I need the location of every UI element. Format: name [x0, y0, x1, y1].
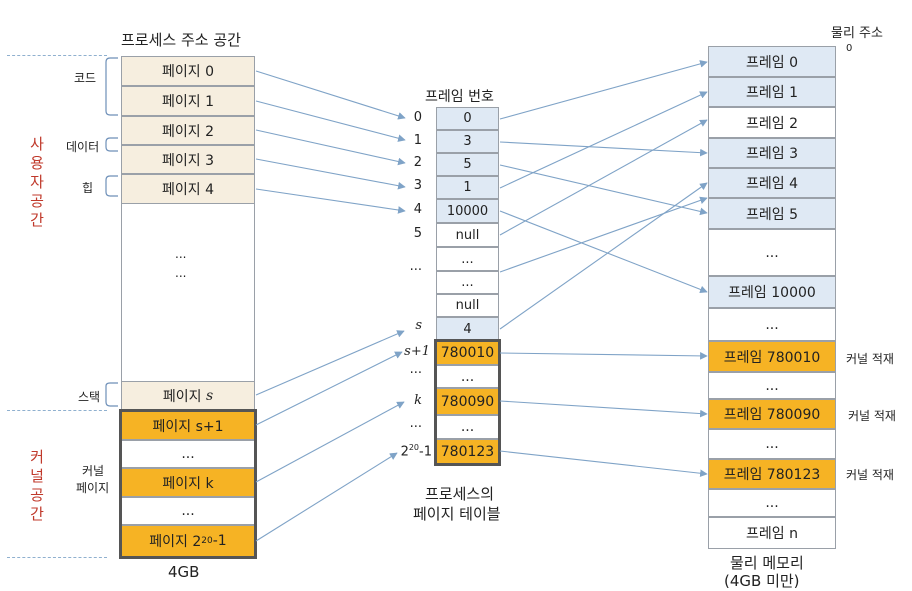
frame-4: 프레임 4 — [708, 168, 836, 198]
pt-entry-2: 5 — [436, 153, 499, 176]
heap-label: 힙 — [82, 181, 94, 195]
pt-index-4: 4 — [413, 202, 422, 217]
user-space-label: 사 용 자 공 간 — [30, 135, 44, 229]
kernel-space-bottom-line — [7, 557, 107, 558]
pt-entry-last: 780123 — [436, 439, 499, 464]
pt-index-dots-3: ... — [409, 416, 422, 431]
page-table-caption-2: 페이지 테이블 — [413, 505, 501, 523]
frame-number-title: 프레임 번호 — [425, 89, 494, 105]
pt-entry-s-plus-1: 780010 — [436, 341, 499, 365]
process-page-4: 페이지 4 — [121, 174, 255, 204]
data-label: 데이터 — [66, 140, 100, 154]
frame-dots-3: ... — [708, 372, 836, 399]
frame-1: 프레임 1 — [708, 77, 836, 107]
process-page-1: 페이지 1 — [121, 86, 255, 116]
pt-entry-8: null — [436, 294, 499, 317]
frame-780010: 프레임 780010 — [708, 341, 836, 372]
page-table-caption-1: 프로세스의 — [425, 485, 495, 503]
frame-10000: 프레임 10000 — [708, 276, 836, 308]
pt-index-3: 3 — [413, 178, 422, 193]
process-page-s-plus-1: 페이지 s+1 — [121, 411, 255, 440]
physical-memory-caption-2: (4GB 미만) — [724, 572, 800, 590]
user-space-top-line — [7, 55, 107, 56]
physical-memory-caption-1: 물리 메모리 — [730, 554, 804, 572]
size-4gb-label: 4GB — [168, 563, 200, 581]
process-dots-d: ... — [121, 497, 255, 525]
pt-entry-6: ... — [436, 247, 499, 271]
frame-780123: 프레임 780123 — [708, 459, 836, 489]
frame-dots-5: ... — [708, 489, 836, 517]
process-page-2: 페이지 2 — [121, 116, 255, 145]
frame-0: 프레임 0 — [708, 46, 836, 77]
pt-entry-7: ... — [436, 271, 499, 294]
pt-entry-k: 780090 — [436, 388, 499, 415]
process-dots-b: ... — [175, 266, 187, 280]
process-dots-a: ... — [175, 247, 187, 261]
process-dots-c: ... — [121, 440, 255, 468]
pt-index-5: 5 — [413, 226, 422, 241]
frame-dots-1: ... — [708, 229, 836, 276]
pt-entry-s: 4 — [436, 317, 499, 341]
pt-index-s-plus-1: s+1 — [404, 344, 430, 359]
pt-entry-3: 1 — [436, 176, 499, 199]
kernel-loaded-label-3: 커널 적재 — [846, 468, 894, 482]
frame-dots-4: ... — [708, 429, 836, 459]
code-label: 코드 — [74, 71, 97, 85]
frame-3: 프레임 3 — [708, 138, 836, 168]
pt-entry-4: 10000 — [436, 199, 499, 223]
pt-index-k: k — [414, 393, 422, 408]
pt-index-dots-2: ... — [409, 362, 422, 377]
frame-780090: 프레임 780090 — [708, 399, 836, 429]
pt-entry-0: 0 — [436, 107, 499, 130]
pt-entry-1: 3 — [436, 130, 499, 153]
kernel-page-label-1: 커널 — [82, 464, 105, 478]
frame-dots-2: ... — [708, 308, 836, 341]
pt-index-s: s — [415, 318, 422, 333]
process-page-3: 페이지 3 — [121, 145, 255, 174]
process-space-title: 프로세스 주소 공간 — [121, 31, 241, 49]
pt-index-last: 220-1 — [400, 443, 432, 460]
kernel-loaded-label-2: 커널 적재 — [848, 409, 896, 423]
process-page-s: 페이지 s — [121, 381, 255, 411]
frame-n: 프레임 n — [708, 517, 836, 549]
kernel-space-top-line — [7, 410, 107, 411]
pt-index-1: 1 — [413, 133, 422, 148]
pt-entry-dots-2: ... — [436, 415, 499, 439]
pt-entry-dots-1: ... — [436, 365, 499, 388]
pt-entry-5: null — [436, 223, 499, 247]
kernel-page-label-2: 페이지 — [76, 481, 110, 495]
process-page-k: 페이지 k — [121, 468, 255, 497]
pt-index-2: 2 — [413, 155, 422, 170]
process-page-0: 페이지 0 — [121, 56, 255, 86]
kernel-space-label: 커 널 공 간 — [30, 448, 44, 523]
pt-index-dots: ... — [409, 259, 422, 274]
stack-label: 스택 — [78, 390, 101, 404]
physical-address-zero: 0 — [846, 43, 853, 54]
frame-2: 프레임 2 — [708, 107, 836, 138]
physical-address-title: 물리 주소 — [831, 26, 883, 41]
pt-index-0: 0 — [413, 110, 422, 125]
kernel-loaded-label-1: 커널 적재 — [846, 352, 894, 366]
frame-5: 프레임 5 — [708, 198, 836, 229]
